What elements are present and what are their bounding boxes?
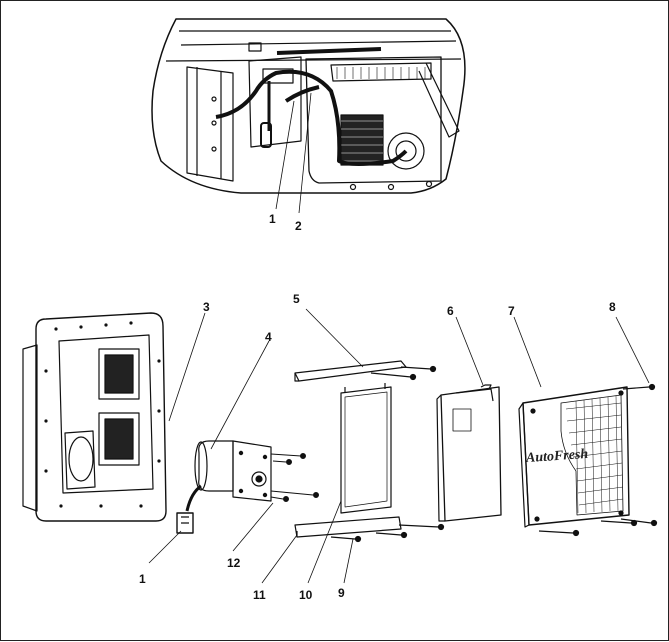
housing-part-3 xyxy=(22,312,167,522)
callout-label: 1 xyxy=(139,572,146,586)
leader-lines xyxy=(148,308,650,584)
callout-label: 5 xyxy=(293,292,300,306)
callout-label: 4 xyxy=(265,330,272,344)
front-cover-part-7 xyxy=(518,383,658,537)
motor-screws xyxy=(270,453,319,502)
callout-label: 1 xyxy=(269,212,276,226)
box-part-6 xyxy=(436,384,502,522)
bracket-part-5 xyxy=(294,360,437,382)
callout-label: 7 xyxy=(508,304,515,318)
callout-label: 2 xyxy=(295,219,302,233)
plate-part-10 xyxy=(340,383,392,514)
callout-label: 8 xyxy=(609,300,616,314)
callout-label: 3 xyxy=(203,300,210,314)
motor-part-4 xyxy=(176,440,272,534)
callout-label: 11 xyxy=(253,588,266,602)
callout-label: 12 xyxy=(227,556,241,570)
callout-label: 10 xyxy=(299,588,313,602)
bracket-part-11 xyxy=(294,516,445,543)
callout-label: 9 xyxy=(338,586,345,600)
installed-view xyxy=(151,18,466,214)
callout-label: 6 xyxy=(447,304,454,318)
exploded-view xyxy=(22,308,658,584)
